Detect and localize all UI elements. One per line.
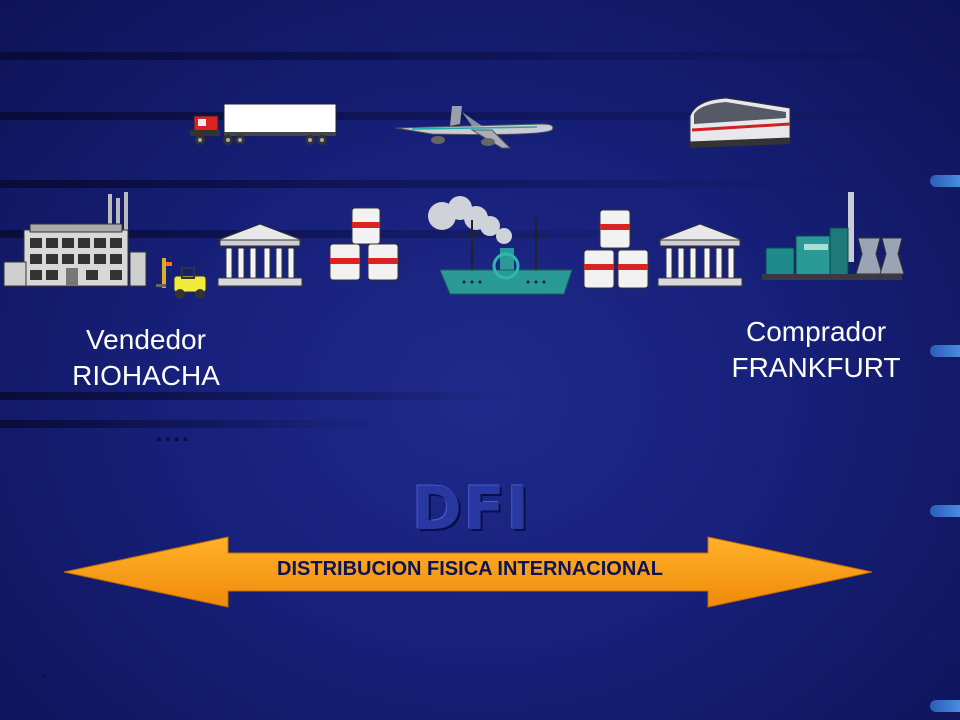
train-icon: [689, 97, 791, 148]
barrels-icon: [329, 207, 399, 281]
seller-city-label: RIOHACHA: [72, 360, 220, 391]
background-stripe: [0, 52, 960, 60]
double-arrow: [63, 536, 873, 608]
background-stripe: [0, 112, 900, 120]
seller-role-label: Vendedor: [86, 324, 206, 355]
airplane-icon: [395, 106, 554, 149]
background-stripe: [0, 230, 700, 238]
barrels-icon: [583, 209, 649, 289]
truck-icon: [190, 103, 337, 145]
industrial-plant-icon: [762, 192, 905, 280]
background-stripe: [0, 180, 860, 188]
forklift-icon: [156, 258, 207, 299]
factory-icon: [3, 192, 147, 287]
steamship-icon: [428, 196, 573, 295]
buyer-role-label: Comprador: [745, 316, 887, 347]
background-stripe: [0, 392, 520, 400]
ellipsis-dots: ....: [156, 420, 191, 447]
customs-building-icon: [217, 223, 303, 287]
arrow-caption: DISTRIBUCION FISICA INTERNACIONAL: [277, 558, 663, 580]
edge-accent: [930, 345, 960, 357]
edge-accent: [930, 505, 960, 517]
customs-building-icon: [657, 223, 743, 287]
edge-accent: [930, 175, 960, 187]
buyer-city-label: FRANKFURT: [731, 352, 901, 383]
footer-dot: .: [42, 664, 48, 680]
background-stripe: [0, 420, 380, 428]
dfi-title: DFI: [412, 474, 532, 544]
edge-accent: [930, 700, 960, 712]
